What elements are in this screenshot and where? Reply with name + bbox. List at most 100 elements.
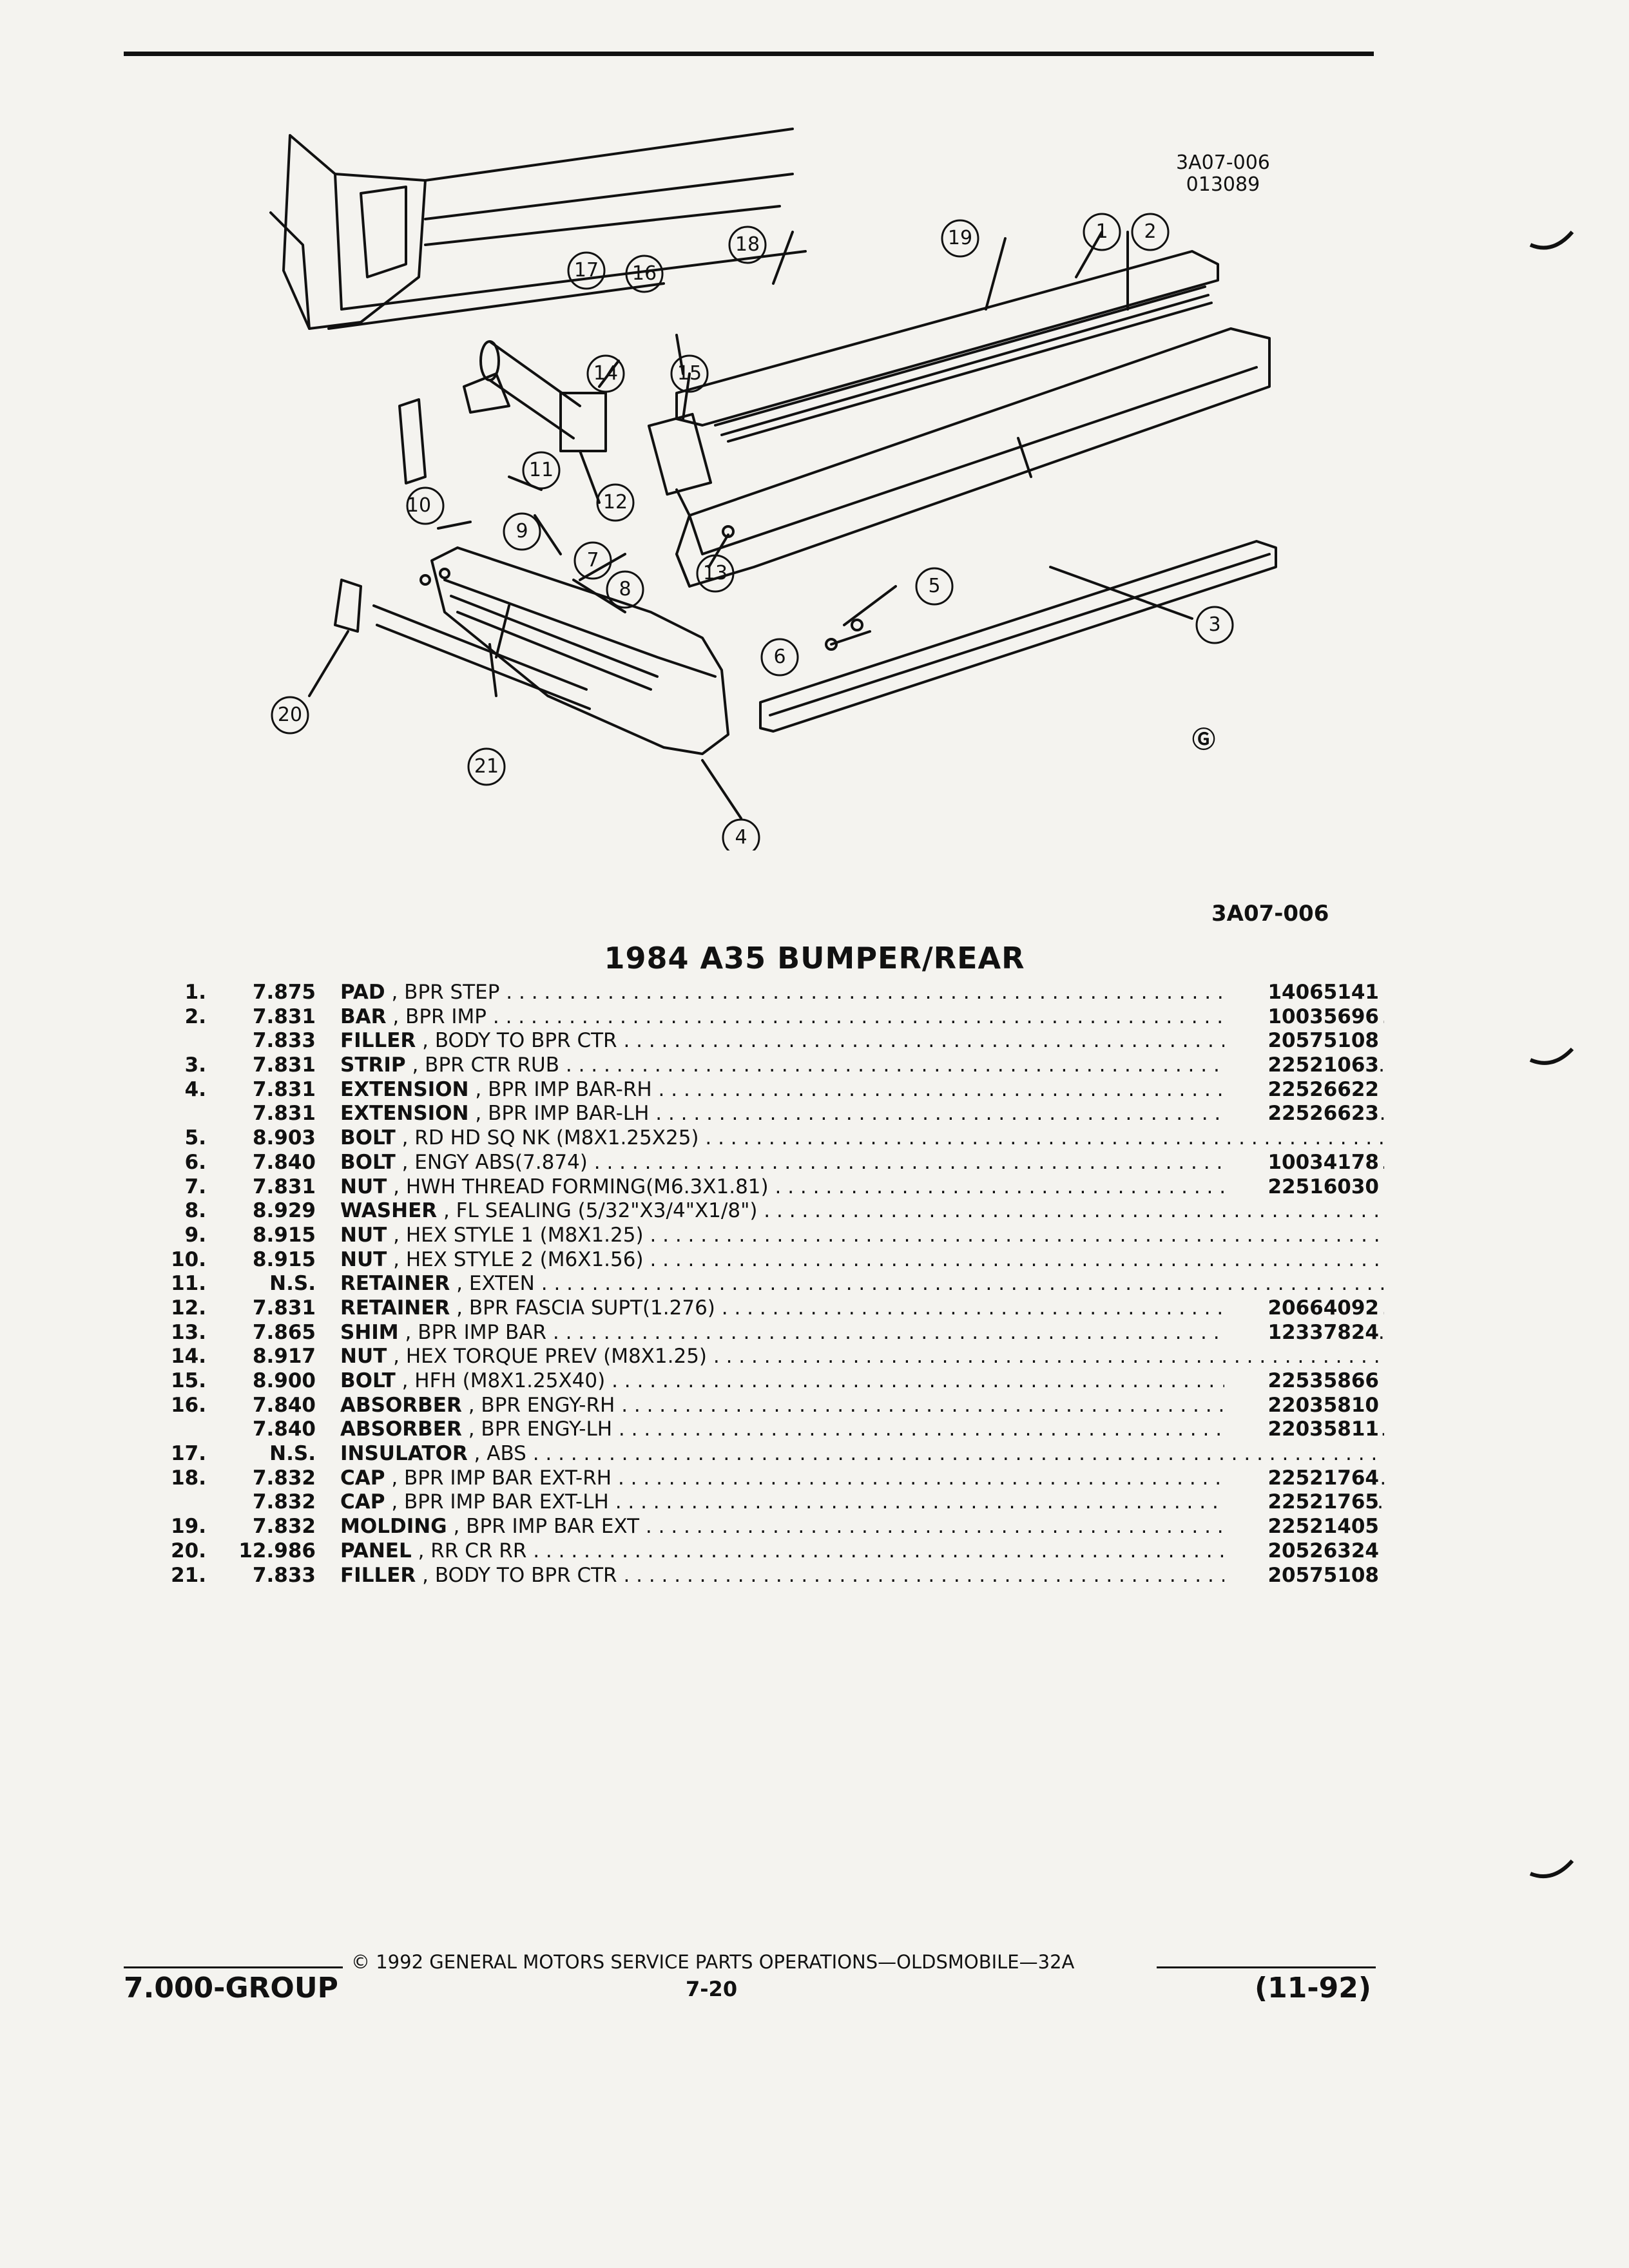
part-row: 11.N.S.RETAINER , EXTEN . . . . . . . . … xyxy=(155,1272,1384,1296)
leader-dots: . . . . . . . . . . . . . . . . . . . . … xyxy=(764,1199,1384,1223)
callout-18: 18 xyxy=(735,233,760,256)
part-description: INSULATOR , ABS . . . . . . . . . . . . … xyxy=(340,1442,1384,1465)
callout-12: 12 xyxy=(602,491,628,514)
group-number: 7.832 xyxy=(252,1515,316,1539)
part-number-code: 22521405 xyxy=(1224,1515,1379,1539)
callout-4: 4 xyxy=(735,826,747,849)
part-modifier: , HWH THREAD FORMING(M6.3X1.81) xyxy=(387,1175,775,1198)
part-noun: NUT xyxy=(340,1175,387,1198)
group-number: 7.831 xyxy=(252,1175,316,1198)
part-noun: ABSORBER xyxy=(340,1418,462,1441)
group-number: 7.865 xyxy=(252,1320,316,1344)
part-noun: WASHER xyxy=(340,1199,438,1223)
part-number: 14. xyxy=(171,1345,206,1369)
part-row: 7. 7.831 NUT , HWH THREAD FORMING(M6.3X1.8… xyxy=(155,1175,1384,1200)
extension-drawing xyxy=(430,546,729,755)
callout-10: 10 xyxy=(406,494,432,517)
leader-dots: . . . . . . . . . . . . . . . . . . . . … xyxy=(650,1223,1384,1247)
part-noun: ABSORBER xyxy=(340,1393,462,1417)
binder-mark-icon xyxy=(1529,1047,1574,1065)
part-number-code: 20575108 xyxy=(1224,1029,1379,1053)
part-number: 10. xyxy=(171,1247,206,1271)
part-modifier: , BPR STEP xyxy=(385,981,506,1004)
leader-dots: . . . . . . . . . . . . . . . . . . . . … xyxy=(650,1247,1384,1271)
part-number-code: 22521764 xyxy=(1224,1466,1379,1490)
page-number: 7-20 xyxy=(686,1977,738,2001)
leader-dots: . . . . . . . . . . . . . . . . . . . . … xyxy=(541,1272,1384,1296)
part-number: 11. xyxy=(171,1272,206,1296)
part-number-code: 20664092 xyxy=(1224,1296,1379,1320)
group-number: 7.831 xyxy=(252,1004,316,1028)
part-number: 9. xyxy=(184,1223,206,1247)
part-noun: SHIM xyxy=(340,1320,399,1344)
part-noun: FILLER xyxy=(340,1029,416,1053)
group-number: 7.831 xyxy=(252,1296,316,1320)
callout-17: 17 xyxy=(574,259,599,282)
figure-reference: 3A07-006 013089 xyxy=(1176,152,1270,196)
callout-20: 20 xyxy=(277,704,303,726)
part-noun: FILLER xyxy=(340,1563,416,1587)
part-number: 21. xyxy=(171,1563,206,1587)
part-modifier: , BPR IMP BAR xyxy=(398,1320,553,1344)
part-description: RETAINER , EXTEN . . . . . . . . . . . .… xyxy=(340,1272,1384,1295)
part-modifier: , RD HD SQ NK (M8X1.25X25) xyxy=(395,1126,706,1150)
group-number: 7.833 xyxy=(252,1029,316,1053)
callout-7: 7 xyxy=(586,549,599,572)
group-number: 8.915 xyxy=(252,1247,316,1271)
part-number-code: 22526623 xyxy=(1224,1102,1379,1126)
binder-mark-icon xyxy=(1529,1859,1574,1878)
part-number: 15. xyxy=(171,1369,206,1392)
part-modifier: , EXTEN xyxy=(450,1272,541,1296)
impact-bar-drawing xyxy=(675,327,1271,588)
svg-text:Ⓖ: Ⓖ xyxy=(1192,727,1215,753)
part-number: 13. xyxy=(171,1320,206,1344)
group-number: 12.986 xyxy=(238,1539,316,1562)
part-noun: BOLT xyxy=(340,1126,396,1150)
cap-molding-drawing xyxy=(334,579,591,710)
part-modifier: , BPR ENGY-RH xyxy=(461,1393,622,1417)
absorber-drawing xyxy=(398,340,607,485)
part-description: BOLT , RD HD SQ NK (M8X1.25X25) . . . . … xyxy=(340,1126,1384,1149)
part-number-code: 22516030 xyxy=(1224,1175,1379,1198)
group-number: 8.903 xyxy=(252,1126,316,1150)
part-noun: BAR xyxy=(340,1004,387,1028)
part-number-code: 12337824 xyxy=(1224,1320,1379,1344)
part-modifier: , BPR IMP BAR-RH xyxy=(468,1077,659,1101)
part-description: NUT , HEX TORQUE PREV (M8X1.25) . . . . … xyxy=(340,1345,1384,1368)
figure-ref-code: 3A07-006 xyxy=(1176,151,1270,174)
part-noun: RETAINER xyxy=(340,1272,450,1296)
group-number: 7.840 xyxy=(252,1150,316,1174)
figure-ref-number: 013089 xyxy=(1186,173,1260,196)
part-description: NUT , HEX STYLE 2 (M6X1.56) . . . . . . … xyxy=(340,1248,1384,1271)
part-number: 7. xyxy=(184,1175,206,1198)
leader-dots: . . . . . . . . . . . . . . . . . . . . … xyxy=(532,1442,1384,1466)
part-modifier: , HEX STYLE 2 (M6X1.56) xyxy=(387,1247,650,1271)
part-number-code: 10035696 xyxy=(1224,1004,1379,1028)
footer-rule-left xyxy=(124,1966,343,1968)
callout-13: 13 xyxy=(702,562,728,584)
rear-body-panel-drawing xyxy=(269,128,807,330)
part-modifier: , BODY TO BPR CTR xyxy=(416,1029,624,1053)
group-number: 7.840 xyxy=(252,1393,316,1417)
part-noun: NUT xyxy=(340,1345,387,1369)
part-modifier: , BPR IMP BAR EXT-RH xyxy=(385,1466,618,1490)
part-number: 8. xyxy=(184,1199,206,1223)
part-number-code: 14065141 xyxy=(1224,981,1379,1004)
group-number: 7.831 xyxy=(252,1102,316,1126)
part-description: NUT , HEX STYLE 1 (M8X1.25) . . . . . . … xyxy=(340,1224,1384,1247)
part-noun: INSULATOR xyxy=(340,1442,468,1466)
leader-dots: . . . . . . . . . . . . . . . . . . . . … xyxy=(713,1345,1384,1369)
part-noun: CAP xyxy=(340,1466,385,1490)
group-number: 8.917 xyxy=(252,1345,316,1369)
part-noun: PANEL xyxy=(340,1539,412,1562)
part-noun: RETAINER xyxy=(340,1296,450,1320)
